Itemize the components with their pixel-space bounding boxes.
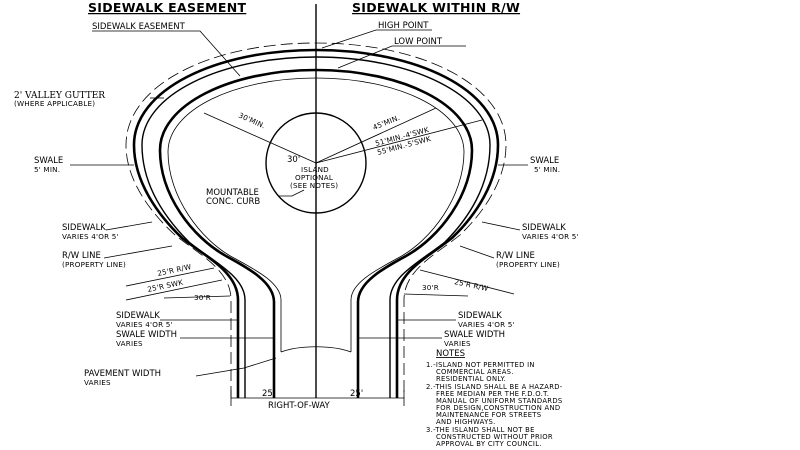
sidewalk-outer-edge bbox=[132, 48, 500, 398]
sidewalk-low-left-varies: VARIES 4'OR 5' bbox=[116, 320, 173, 329]
center-island bbox=[265, 112, 367, 214]
note-2-line-2: FREE MEDIAN PER THE F.D.O.T. bbox=[436, 390, 549, 398]
swale-width-right-varies: VARIES bbox=[444, 339, 471, 348]
rw-right-label: R/W LINE bbox=[496, 251, 535, 261]
island-see-notes-label: (SEE NOTES) bbox=[290, 181, 338, 190]
sidewalk-right-varies: VARIES 4'OR 5' bbox=[522, 232, 579, 241]
island-diameter-label: 30' bbox=[287, 155, 300, 165]
sidewalk-low-right-varies: VARIES 4'OR 5' bbox=[458, 320, 515, 329]
radius-30min-line bbox=[203, 112, 317, 164]
sidewalk-inner-edge bbox=[141, 56, 491, 398]
note-2-line-4: FOR DESIGN,CONSTRUCTION AND bbox=[436, 404, 560, 412]
note-2-line-6: AND HIGHWAYS. bbox=[436, 418, 496, 426]
curb-edge bbox=[158, 68, 474, 398]
pavement-width-leader bbox=[195, 357, 277, 377]
sidewalk-right-leader bbox=[481, 221, 521, 231]
rw-line-outline bbox=[125, 42, 507, 398]
radius-left-rw-line bbox=[125, 267, 215, 287]
low-point-label: LOW POINT bbox=[394, 37, 443, 47]
valley-gutter-label: 2' VALLEY GUTTER bbox=[14, 91, 105, 101]
mountable-leader bbox=[278, 189, 305, 197]
notes-heading: NOTES bbox=[436, 349, 465, 359]
swale-width-left-label: SWALE WIDTH bbox=[116, 330, 177, 340]
note-1-line-1: 1.-ISLAND NOT PERMITTED IN bbox=[426, 361, 535, 369]
mountable-label: MOUNTABLE bbox=[206, 188, 259, 198]
dim-25-left: 25' bbox=[262, 389, 275, 399]
note-2-line-5: MAINTENANCE FOR STREETS bbox=[436, 411, 541, 419]
sidewalk-left-label: SIDEWALK bbox=[62, 223, 106, 233]
swale-left-min: 5' MIN. bbox=[34, 165, 60, 174]
sidewalk-left-varies: VARIES 4'OR 5' bbox=[62, 232, 119, 241]
radius-45min-label: 45'MIN. bbox=[371, 113, 401, 132]
note-1-line-3: RESIDENTIAL ONLY. bbox=[436, 375, 506, 383]
radius-right-30-label: 30'R bbox=[422, 283, 439, 292]
high-point-label: HIGH POINT bbox=[378, 21, 429, 31]
sidewalk-left-leader bbox=[105, 221, 153, 231]
swale-right-min: 5' MIN. bbox=[534, 165, 560, 174]
note-2-line-1: 2.-THIS ISLAND SHALL BE A HAZARD- bbox=[426, 383, 563, 391]
right-of-way-label: RIGHT-OF-WAY bbox=[268, 401, 331, 411]
radius-left-30-label: 30'R bbox=[194, 293, 211, 302]
rw-left-leader bbox=[103, 245, 173, 259]
high-point-leader bbox=[321, 29, 432, 49]
rw-right-leader bbox=[459, 245, 495, 259]
low-point-leader bbox=[337, 45, 466, 69]
swale-width-left-varies: VARIES bbox=[116, 339, 143, 348]
rw-left-property: (PROPERTY LINE) bbox=[62, 260, 126, 269]
radius-left-30-line bbox=[163, 295, 231, 299]
radius-left-rw-label: 25'R R/W bbox=[157, 262, 193, 278]
note-3-line-1: 3.-THE ISLAND SHALL NOT BE bbox=[426, 426, 535, 434]
pavement-end-arc bbox=[280, 346, 352, 353]
island-label: ISLAND bbox=[301, 165, 329, 174]
radius-45min-line bbox=[315, 107, 437, 164]
sidewalk-easement-label: SIDEWALK EASEMENT bbox=[92, 22, 186, 32]
swale-width-right-label: SWALE WIDTH bbox=[444, 330, 505, 340]
island-optional-label: OPTIONAL bbox=[295, 173, 333, 182]
header-sidewalk-within-rw: SIDEWALK WITHIN R/W bbox=[352, 0, 520, 15]
note-3-line-3: APPROVAL BY CITY COUNCIL. bbox=[436, 440, 542, 448]
note-1-line-2: COMMERCIAL AREAS. bbox=[436, 368, 514, 376]
note-3-line-2: CONSTRUCTED WITHOUT PRIOR bbox=[436, 433, 553, 441]
header-sidewalk-easement: SIDEWALK EASEMENT bbox=[88, 0, 246, 15]
valley-gutter-note: (WHERE APPLICABLE) bbox=[14, 99, 95, 108]
radius-left-swk-line bbox=[125, 279, 223, 301]
swale-right-label: SWALE bbox=[530, 156, 559, 166]
radius-right-30-line bbox=[403, 293, 469, 297]
rw-left-label: R/W LINE bbox=[62, 251, 101, 261]
sidewalk-easement-leader bbox=[92, 30, 241, 77]
swale-left-label: SWALE bbox=[34, 156, 63, 166]
radius-30min-label: 30'MIN. bbox=[237, 111, 267, 131]
pavement-width-varies: VARIES bbox=[84, 378, 111, 387]
sidewalk-low-left-label: SIDEWALK bbox=[116, 311, 160, 321]
radius-right-rw-line bbox=[419, 269, 515, 295]
radius-swk-line bbox=[315, 119, 483, 164]
sidewalk-low-right-label: SIDEWALK bbox=[458, 311, 502, 321]
rw-right-property: (PROPERTY LINE) bbox=[496, 260, 560, 269]
note-2-line-3: MANUAL OF UNIFORM STANDARDS bbox=[436, 397, 562, 405]
mountable-curb-label: CONC. CURB bbox=[206, 197, 260, 207]
pavement-width-label: PAVEMENT WIDTH bbox=[84, 369, 161, 379]
pavement-inner-edge bbox=[167, 77, 465, 352]
sidewalk-right-label: SIDEWALK bbox=[522, 223, 566, 233]
dim-25-right: 25' bbox=[350, 389, 363, 399]
